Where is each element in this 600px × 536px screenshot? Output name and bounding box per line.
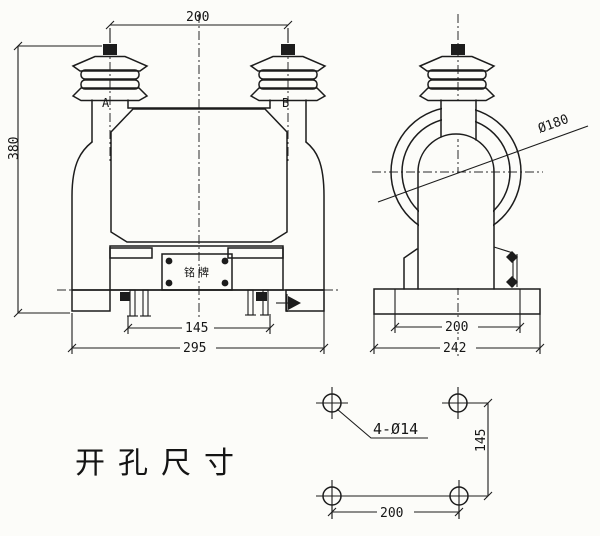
drill-caption: 开孔尺寸 xyxy=(75,446,247,481)
bushing-a: A xyxy=(71,44,149,143)
tank-lower-band: 铭牌 xyxy=(109,245,284,291)
base-bolt xyxy=(120,292,130,301)
ring-window xyxy=(417,133,495,290)
tank-outline xyxy=(71,107,325,291)
dim-200-inner: 200 xyxy=(390,314,525,335)
dim-200-horizontal: 200 xyxy=(327,504,464,521)
side-terminal xyxy=(493,246,518,288)
channel-pin xyxy=(129,289,136,317)
nameplate-bolt xyxy=(165,257,173,265)
column-bracket-left xyxy=(403,248,418,290)
side-bushing-cap xyxy=(451,44,465,55)
ring-body xyxy=(390,100,522,290)
nameplate-bolt xyxy=(165,279,173,287)
dim-200-top: 200 xyxy=(105,10,293,43)
ground-terminal xyxy=(276,294,301,312)
dim-label-feet: 145 xyxy=(185,321,208,336)
dim-label-left-height: 380 xyxy=(7,137,22,160)
band-bracket-left xyxy=(109,247,153,259)
side-view: Ø180 200 242 xyxy=(369,14,589,356)
bushing-a-cap xyxy=(103,44,117,55)
bushing-b: B xyxy=(249,44,327,143)
base-bolt xyxy=(256,292,267,301)
dim-145-vertical: 145 xyxy=(474,398,493,501)
side-bushing xyxy=(418,44,496,141)
nameplate-label: 铭牌 xyxy=(184,265,212,279)
channel-pin xyxy=(142,289,149,317)
holes-label: 4-Ø14 xyxy=(373,420,418,438)
dim-label-ring-diameter: Ø180 xyxy=(536,112,571,137)
tank-core xyxy=(110,108,288,243)
dim-label-base-inner: 200 xyxy=(445,320,468,335)
side-base xyxy=(373,288,541,315)
hole-top-right xyxy=(442,387,488,419)
base-assembly xyxy=(71,289,325,317)
dim-380-left: 380 xyxy=(7,41,102,318)
leader-4xd14: 4-Ø14 xyxy=(336,408,428,439)
dim-295-base: 295 xyxy=(67,292,329,356)
channel-pin xyxy=(247,289,254,316)
hole-layout: 开孔尺寸 4-Ø14 xyxy=(75,387,493,521)
dim-label-base-width: 295 xyxy=(183,341,206,356)
dim-label-hole-height: 145 xyxy=(474,429,489,452)
label-terminal-b: B xyxy=(282,96,289,110)
band-bracket-right xyxy=(227,247,284,259)
dim-label-hole-width: 200 xyxy=(380,506,403,521)
front-view: 200 380 A xyxy=(7,10,341,356)
dim-242-outer: 242 xyxy=(369,314,545,356)
dim-label-top-width: 200 xyxy=(186,10,209,25)
bushing-b-cap xyxy=(281,44,295,55)
dim-145-feet: 145 xyxy=(123,316,275,336)
hole-top-left xyxy=(316,387,348,419)
nameplate-bolt xyxy=(221,279,229,287)
nameplate-bolt xyxy=(221,257,229,265)
nameplate: 铭牌 xyxy=(161,253,233,291)
dim-label-base-outer: 242 xyxy=(443,341,466,356)
hole-bottom-right xyxy=(443,480,488,519)
label-terminal-a: A xyxy=(102,96,110,110)
base-foot-left xyxy=(71,289,111,312)
